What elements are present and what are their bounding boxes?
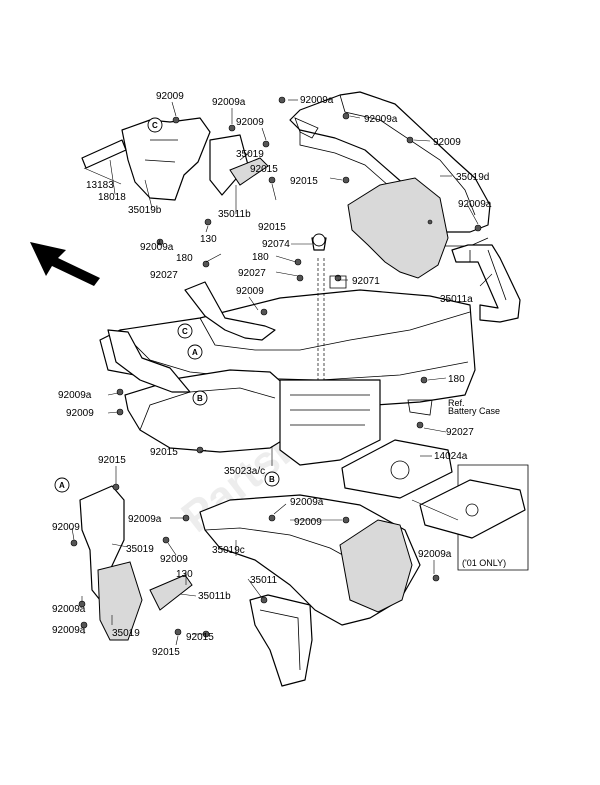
part-label: 35019b [128, 205, 162, 216]
callout-letter: C [152, 121, 158, 130]
part-label: 92015 [150, 447, 178, 458]
front-fender-part [99, 258, 476, 499]
front-direction-arrow-icon [30, 242, 100, 286]
callout-a-low: A [54, 477, 70, 493]
part-label: 92015 [98, 455, 126, 466]
part-label: 18018 [98, 192, 126, 203]
part-label: 35019c [212, 545, 245, 556]
part-label: 92009 [433, 137, 461, 148]
part-label: 92009a [58, 390, 92, 401]
rear-fender-part [289, 91, 491, 279]
callout-c-mid: C [177, 323, 193, 339]
part-label: 92015 [290, 176, 318, 187]
part-label: 13183 [86, 180, 114, 191]
part-label: 92009a [212, 97, 246, 108]
part-label: 92009a [418, 549, 452, 560]
part-label: 35019 [126, 544, 154, 555]
part-label: 92009 [160, 554, 188, 565]
part-label: 92074 [262, 239, 290, 250]
part-label: 35011 [250, 575, 278, 586]
part-label: 92009 [66, 408, 94, 419]
part-label: 92009a [290, 497, 324, 508]
inset-box [411, 464, 529, 571]
fasteners [70, 96, 482, 638]
part-label: 92015 [152, 647, 180, 658]
part-label: 92009a [128, 514, 162, 525]
part-label: 92071 [352, 276, 380, 287]
callout-a-mid: A [187, 344, 203, 360]
rear-bracket-part [451, 244, 521, 323]
part-label: 35011a [440, 294, 473, 305]
part-label: 92009a [140, 242, 174, 253]
part-label: ('01 ONLY) [462, 558, 506, 568]
part-label: 92009a [52, 604, 86, 615]
part-label: 92027 [238, 268, 266, 279]
part-label: 35023a/c [224, 466, 265, 477]
part-label: 92009 [236, 286, 264, 297]
part-label: 92015 [258, 222, 286, 233]
side-cover-upper-part [81, 117, 269, 201]
leader-lines [71, 99, 493, 646]
part-label: 92009 [236, 117, 264, 128]
part-label: 35019 [112, 628, 140, 639]
part-label: 35019 [236, 149, 264, 160]
callout-letter: C [182, 327, 188, 336]
callout-c-top: C [147, 117, 163, 133]
part-label: 92009 [52, 522, 80, 533]
callout-b-mid: B [192, 390, 208, 406]
part-label: 92009a [458, 199, 492, 210]
part-label: Battery Case [448, 406, 500, 416]
part-label: 180 [176, 253, 193, 264]
part-label: 92009 [294, 517, 322, 528]
callout-letter: A [59, 481, 65, 490]
part-label: 130 [176, 569, 193, 580]
callout-letter: B [197, 394, 203, 403]
part-label: 92009a [52, 625, 86, 636]
lower-rear-fender-part [199, 494, 421, 687]
part-label: 35019d [456, 172, 489, 183]
part-label: 180 [448, 374, 465, 385]
part-label: 14024a [434, 451, 468, 462]
part-label: 92015 [186, 632, 214, 643]
part-label: 35011b [218, 209, 251, 220]
part-label: 92027 [150, 270, 178, 281]
callout-b-low: B [264, 471, 280, 487]
part-label: 92009a [364, 114, 398, 125]
part-labels: 92009 92009a 92009a 92009a 92009 92009 3… [52, 91, 506, 658]
part-label: 92027 [446, 427, 474, 438]
callout-letter: B [269, 475, 275, 484]
part-label: 92015 [250, 164, 278, 175]
callout-letter: A [192, 348, 198, 357]
part-label: 130 [200, 234, 217, 245]
part-label: 35011b [198, 591, 231, 602]
part-label: 180 [252, 252, 269, 263]
side-cover-lower-part [79, 485, 193, 641]
part-label: Ref. [448, 398, 465, 408]
part-label: 92009 [156, 91, 184, 102]
part-label: 92009a [300, 95, 334, 106]
